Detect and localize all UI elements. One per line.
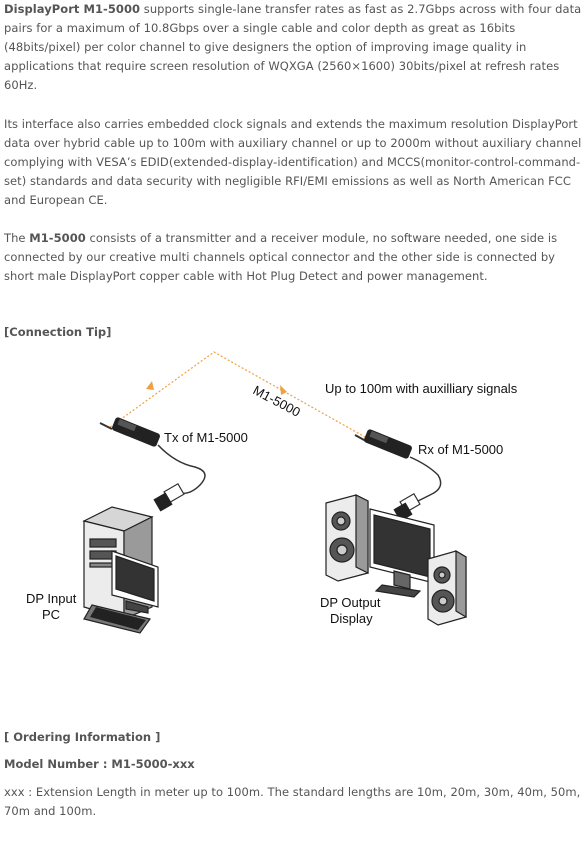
cable-arrows	[146, 381, 287, 395]
interface-paragraph: Its interface also carries embedded cloc…	[4, 117, 582, 207]
optical-cable	[109, 351, 366, 438]
display-label-line1: DP Output	[320, 595, 381, 610]
pc-label-line2: PC	[42, 607, 60, 622]
rx-module	[354, 429, 442, 522]
intro-text: supports single-lane transfer rates as f…	[4, 2, 582, 92]
modules-paragraph: The M1-5000 consists of a transmitter an…	[4, 229, 582, 286]
extension-paragraph: xxx : Extension Length in meter up to 10…	[4, 785, 581, 818]
pc-illustration	[82, 506, 159, 634]
distance-label: Up to 100m with auxilliary signals	[325, 381, 518, 396]
connection-tip-heading: [Connection Tip]	[4, 325, 112, 339]
display-label-line2: Display	[330, 611, 373, 626]
display-illustration	[325, 494, 467, 626]
product-name: DisplayPort M1-5000	[4, 2, 141, 16]
tx-label: Tx of M1-5000	[164, 430, 248, 445]
model-number: Model Number : M1-5000-xxx	[4, 757, 195, 771]
rx-label: Rx of M1-5000	[418, 442, 503, 457]
pc-label-line1: DP Input	[26, 591, 77, 606]
intro-paragraph: DisplayPort M1-5000 supports single-lane…	[4, 0, 582, 95]
connection-diagram: M1-5000 Up to 100m with auxilliary signa…	[26, 351, 518, 634]
ordering-heading: [ Ordering Information ]	[4, 730, 161, 744]
modules-prefix: The	[4, 231, 30, 245]
tx-module	[99, 417, 206, 512]
model-name: M1-5000	[29, 231, 86, 245]
modules-text: consists of a transmitter and a receiver…	[4, 231, 558, 283]
